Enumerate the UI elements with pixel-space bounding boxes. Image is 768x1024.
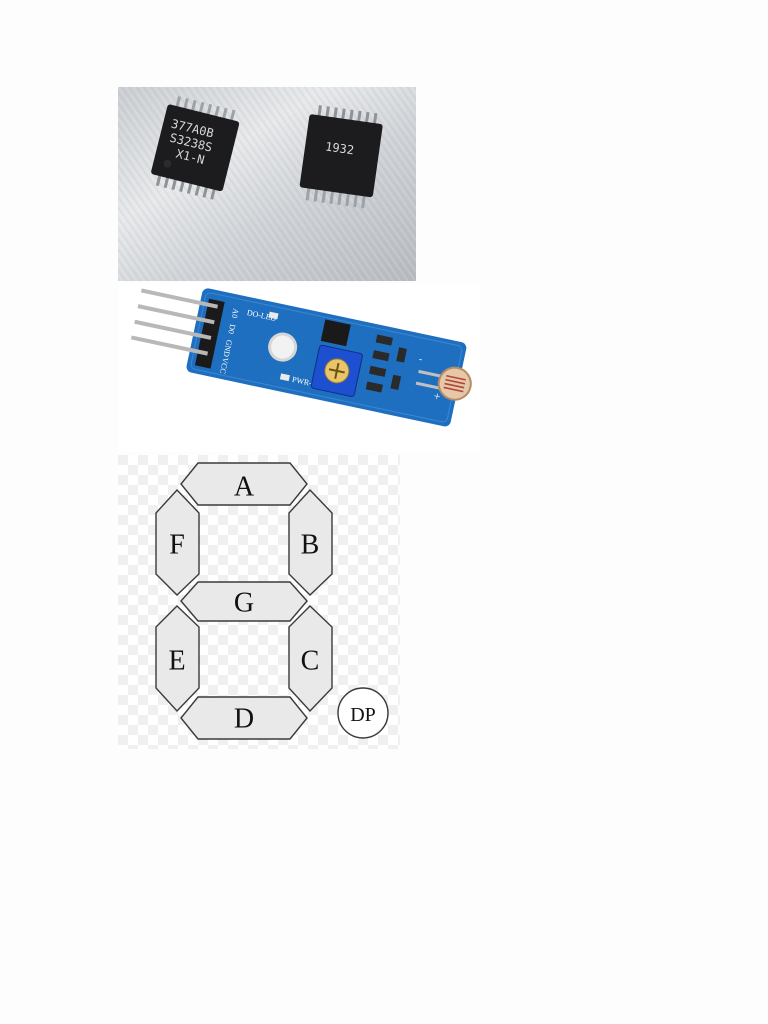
- segment-b: [288, 488, 333, 596]
- minus-label: -: [418, 354, 424, 365]
- chip-left-line-3: X1-N: [175, 147, 206, 168]
- seven-segment-diagram: A B F G E C D DP: [118, 455, 400, 749]
- pin-label-vcc: VCC: [218, 357, 230, 375]
- chip-left: 377A0B S3238S X1-N: [151, 96, 240, 200]
- pin-label-d0: D0: [226, 323, 237, 334]
- pin-label-a0: A0: [230, 308, 241, 319]
- header-pins: [130, 288, 225, 369]
- segment-c-label: C: [301, 646, 320, 677]
- segment-b-label: B: [301, 530, 320, 561]
- do-led: [268, 311, 279, 320]
- mounting-hole: [268, 332, 298, 362]
- plus-label: +: [432, 389, 442, 404]
- chip-right-marking: 1932: [324, 140, 355, 158]
- segment-e: [155, 605, 200, 713]
- segment-g-label: G: [234, 588, 254, 619]
- comparator-ic: [320, 319, 351, 347]
- segment-c: [288, 605, 333, 713]
- pin-label-gnd: GND: [221, 339, 233, 358]
- segment-a-label: A: [234, 472, 255, 503]
- segment-a: [180, 462, 308, 506]
- segment-g: [180, 581, 308, 622]
- photoresistor: [415, 366, 472, 401]
- segment-d-label: D: [234, 704, 254, 735]
- pwr-led: [279, 373, 290, 382]
- segment-dp: [337, 687, 389, 739]
- segment-f: [155, 488, 200, 596]
- segment-dp-label: DP: [350, 704, 376, 726]
- segment-f-label: F: [169, 530, 185, 561]
- segment-d: [180, 696, 308, 740]
- segment-e-label: E: [168, 646, 185, 677]
- chip-right: 1932: [299, 105, 383, 209]
- light-sensor-module-photo: A0 D0 GND VCC DO-LED PWR-LED - +: [118, 283, 480, 452]
- ic-chips-photo: 377A0B S3238S X1-N 1932: [118, 87, 416, 281]
